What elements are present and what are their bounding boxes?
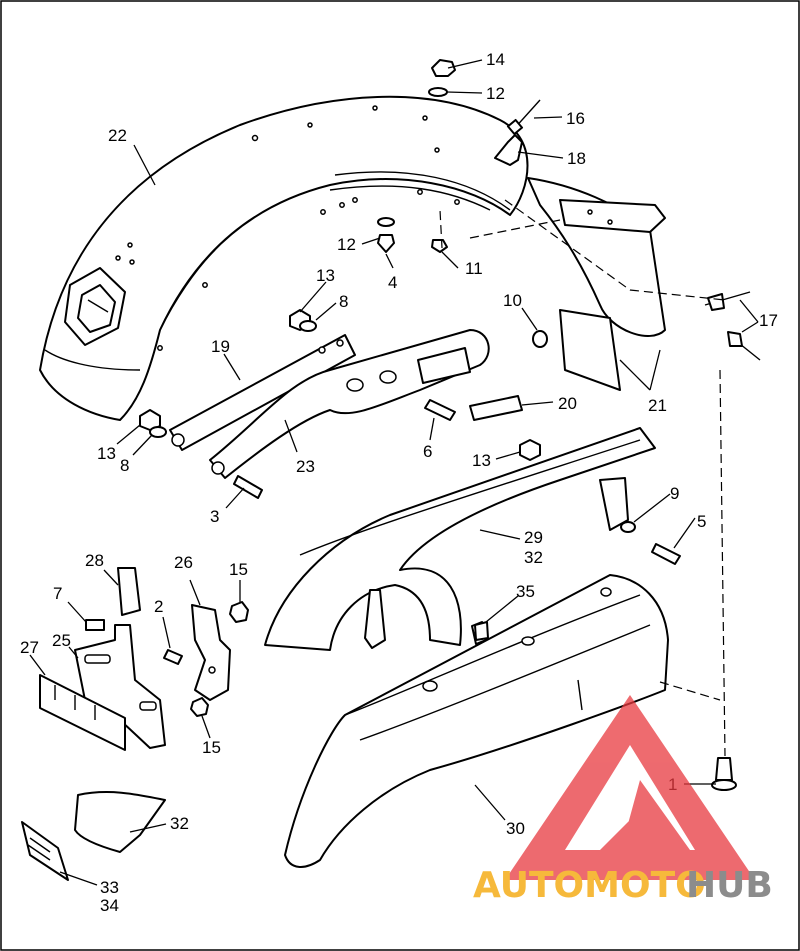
callout-5: 5: [697, 512, 706, 531]
watermark-text-automoto: AUTOMOTO: [473, 865, 706, 906]
reflector-20: [469, 395, 523, 421]
bolts: [233, 399, 681, 565]
leader-lines: [29, 59, 759, 886]
callout-29: 29: [524, 528, 543, 547]
callout-33: 33: [100, 878, 119, 897]
callout-35: 35: [516, 582, 535, 601]
callout-34: 34: [100, 896, 119, 915]
callout-7: 7: [53, 584, 62, 603]
callout-6: 6: [423, 442, 432, 461]
callout-10: 10: [503, 291, 522, 310]
callout-16: 16: [566, 109, 585, 128]
callout-18: 18: [567, 149, 586, 168]
callout-8: 8: [120, 456, 129, 475]
nut-15a: [229, 601, 249, 623]
callout-12: 12: [486, 84, 505, 103]
callout-19: 19: [211, 337, 230, 356]
part-35: [474, 621, 489, 641]
callout-8: 8: [339, 292, 348, 311]
callout-30: 30: [506, 819, 525, 838]
callout-12: 12: [337, 235, 356, 254]
watermark-text-hub: HUB: [686, 865, 773, 906]
callout-4: 4: [388, 273, 397, 292]
washer-10: [532, 330, 548, 348]
callout-2: 2: [154, 597, 163, 616]
reflector-stud: [704, 291, 761, 361]
callout-25: 25: [52, 631, 71, 650]
callout-9: 9: [670, 484, 679, 503]
callout-32: 32: [524, 548, 543, 567]
belt-guard-lower: [284, 574, 669, 868]
watermark-logo: [505, 695, 755, 880]
callout-13: 13: [97, 444, 116, 463]
assembly-lines: [439, 199, 726, 757]
callout-13: 13: [316, 266, 335, 285]
callout-32: 32: [170, 814, 189, 833]
callout-22: 22: [108, 126, 127, 145]
license-bracket-26: [191, 604, 231, 701]
side-cover-bracket: [527, 177, 666, 391]
watermark-triangle: [505, 695, 755, 880]
callout-23: 23: [296, 457, 315, 476]
callout-21: 21: [648, 396, 667, 415]
light-strip-27: [39, 674, 126, 751]
screw-1: [711, 757, 737, 791]
callout-15: 15: [202, 738, 221, 757]
callout-20: 20: [558, 394, 577, 413]
screw-2: [163, 649, 183, 665]
fender-strut-assembly: [169, 329, 490, 479]
callout-11: 11: [465, 259, 483, 278]
callout-28: 28: [85, 551, 104, 570]
decal-33-34: [21, 821, 69, 881]
callout-15: 15: [229, 560, 248, 579]
callout-labels: 14 12 16 18 22 12 4 11 13 8 10 17 19 20 …: [20, 50, 778, 915]
watermark-inner-mark: [600, 780, 690, 850]
nuts-and-washers: [139, 309, 636, 533]
license-bracket-28: [117, 567, 141, 616]
callout-26: 26: [174, 553, 193, 572]
belt-guard-upper: [264, 427, 656, 651]
callout-13: 13: [472, 451, 491, 470]
rear-fender: [39, 95, 529, 421]
callout-14: 14: [486, 50, 505, 69]
screw-7: [85, 619, 105, 631]
nut-15b: [190, 697, 209, 717]
callout-3: 3: [210, 507, 219, 526]
pad-32: [74, 791, 166, 853]
fender-top-hardware: [377, 59, 541, 253]
callout-17: 17: [759, 311, 778, 330]
callout-27: 27: [20, 638, 39, 657]
